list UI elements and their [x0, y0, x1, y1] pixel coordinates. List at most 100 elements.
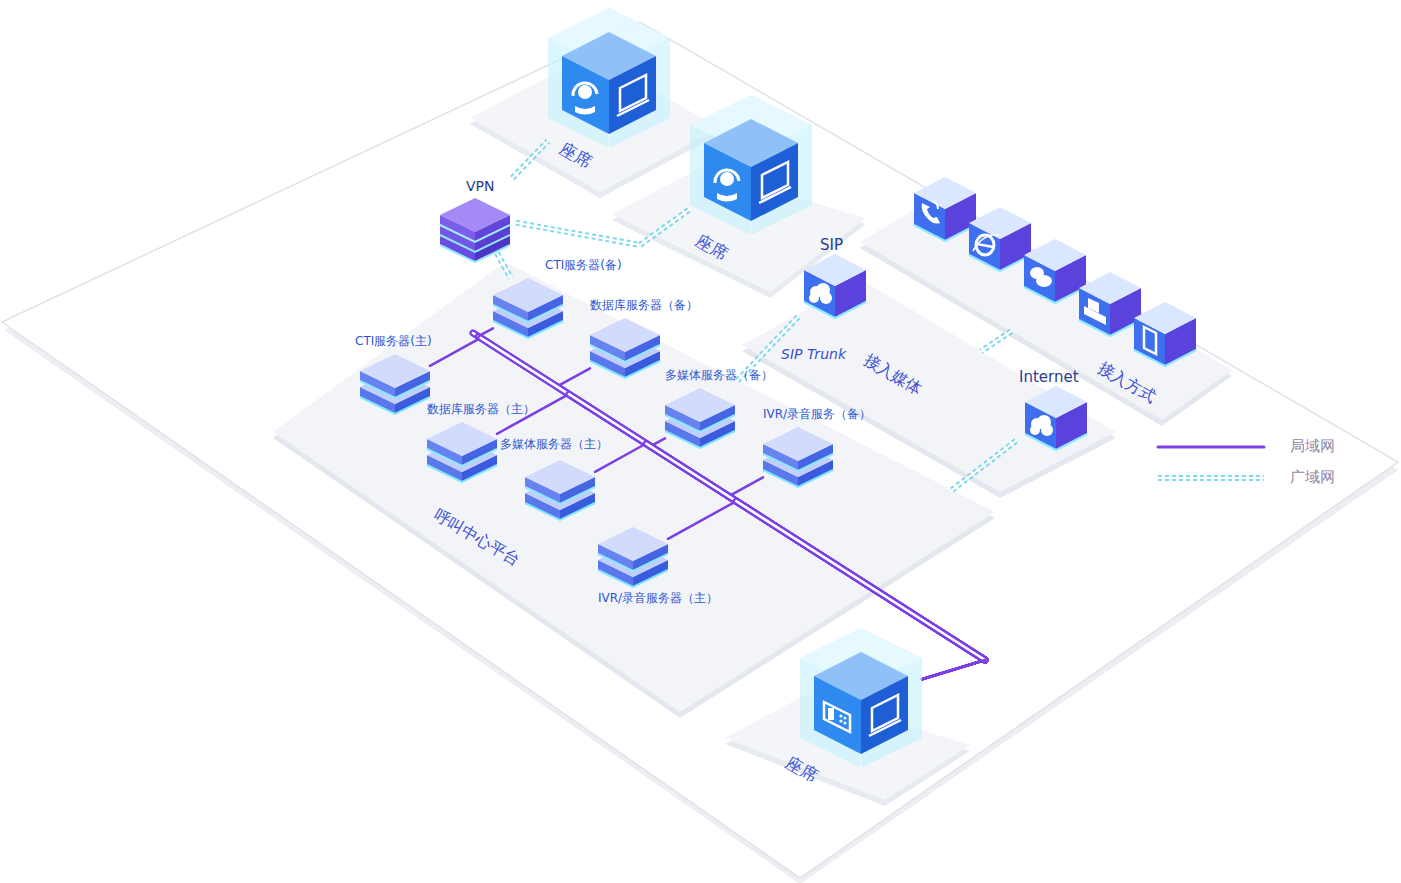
sip-node: SIP [798, 236, 872, 320]
server-node: IVR/录音服务器（主） [598, 527, 668, 589]
lan-bus-gap [473, 333, 985, 660]
lan-bus-gap [481, 338, 985, 660]
server-node: CTI服务器(主) [360, 354, 430, 416]
lan-branch [430, 339, 478, 366]
server-label: CTI服务器(主) [355, 334, 432, 348]
wan-connector [497, 253, 511, 278]
vpn-label: VPN [466, 178, 495, 195]
lan-branch [653, 438, 665, 445]
lan-connector [729, 477, 986, 679]
node-icon [598, 527, 668, 589]
server-node: 数据库服务器（备） [590, 318, 660, 380]
sip-label: SIP [820, 236, 843, 254]
lan-bus-gap [569, 394, 985, 660]
server-node: 多媒体服务器（主） [525, 460, 595, 522]
lan-connector [595, 444, 985, 680]
legend-entry: 广域网 [1156, 468, 1356, 490]
lan-bus [473, 333, 985, 660]
lan-bus-line [650, 446, 985, 660]
lan-connector [557, 368, 985, 679]
wan-line-gap [497, 253, 511, 278]
node-icon [763, 427, 833, 489]
lan-branch [922, 660, 985, 679]
lan-branch [922, 660, 985, 679]
internet-node: Internet [1016, 368, 1096, 452]
lan-bus-gap [646, 444, 985, 660]
legend-text: 广域网 [1290, 468, 1335, 486]
server-node: CTI服务器(备) [493, 278, 563, 340]
lan-connector [668, 501, 985, 679]
lan-branch [668, 503, 734, 539]
internet-label: Internet [1019, 368, 1079, 386]
lan-connector [430, 338, 985, 679]
lan-branch [922, 660, 985, 679]
lan-branch [559, 368, 590, 385]
lan-bus-gap [736, 501, 985, 660]
wan-line [516, 209, 690, 245]
server-label: IVR/录音服务器（主） [598, 591, 718, 605]
wan-line-gap [516, 209, 690, 245]
server-node: 多媒体服务器（备） [665, 388, 735, 450]
lan-bus-line [473, 333, 985, 660]
legend-swatch [1156, 437, 1268, 459]
lan-branch [922, 660, 985, 679]
wan-connector [516, 209, 690, 245]
lan-bus-line [557, 387, 985, 661]
legend-text: 局域网 [1290, 437, 1335, 455]
lan-branch [481, 328, 493, 335]
node-icon [493, 278, 563, 340]
wan-line [952, 441, 1016, 490]
wan-line-gap [981, 331, 1011, 351]
wan-line [497, 253, 511, 278]
server-node: IVR/录音服务（备） [763, 427, 833, 489]
lan-bus-line [481, 338, 985, 660]
seat-slab [470, 55, 720, 192]
lan-bus-line [478, 336, 985, 660]
agent-seat: 座席 [800, 628, 922, 768]
wan-line [981, 331, 1011, 351]
server-node: 数据库服务器（主） [427, 422, 497, 484]
lan-bus-line [646, 444, 985, 660]
node-icon [800, 628, 922, 768]
server-label: IVR/录音服务（备） [763, 407, 871, 421]
wan-line-gap [952, 441, 1016, 490]
edge-label: SIP Trunk [778, 346, 849, 363]
lan-branch [497, 396, 566, 434]
node-icon [427, 422, 497, 484]
vpn-node: VPN [436, 178, 516, 253]
legend-swatch [1156, 468, 1268, 490]
lan-branch [595, 445, 644, 472]
server-label: 多媒体服务器（备） [665, 368, 773, 382]
server-label: CTI服务器(备) [545, 258, 622, 272]
wan-connector [512, 141, 548, 178]
lan-connector [478, 328, 985, 679]
lan-bus-line [729, 496, 986, 660]
lan-connector [497, 394, 985, 679]
lan-bus-gap [557, 387, 985, 661]
lan-connector [650, 438, 985, 679]
agent-seat: 座席 [690, 95, 812, 235]
agent-seat: 座席 [548, 8, 670, 148]
node-icon [690, 95, 812, 235]
wan-line [512, 141, 548, 178]
lan-bus-line [736, 501, 985, 660]
node-icon [360, 354, 430, 416]
wan-line-gap [512, 141, 548, 178]
lan-bus-gap [729, 496, 986, 660]
lan-bus-line [569, 394, 985, 660]
legend-line [1158, 446, 1264, 449]
wan-connector [981, 331, 1011, 351]
legend-entry: 局域网 [1156, 437, 1356, 459]
lan-branch [922, 660, 985, 679]
node-icon [548, 8, 670, 148]
lan-bus-gap [650, 446, 985, 660]
node-icon [590, 318, 660, 380]
lan-branch [731, 477, 763, 495]
server-label: 数据库服务器（主） [427, 402, 535, 416]
lan-branch [922, 660, 985, 679]
node-icon [525, 460, 595, 522]
wan-line [1158, 475, 1264, 481]
lan-branch [922, 660, 985, 679]
wan-line-gap [1158, 477, 1264, 479]
